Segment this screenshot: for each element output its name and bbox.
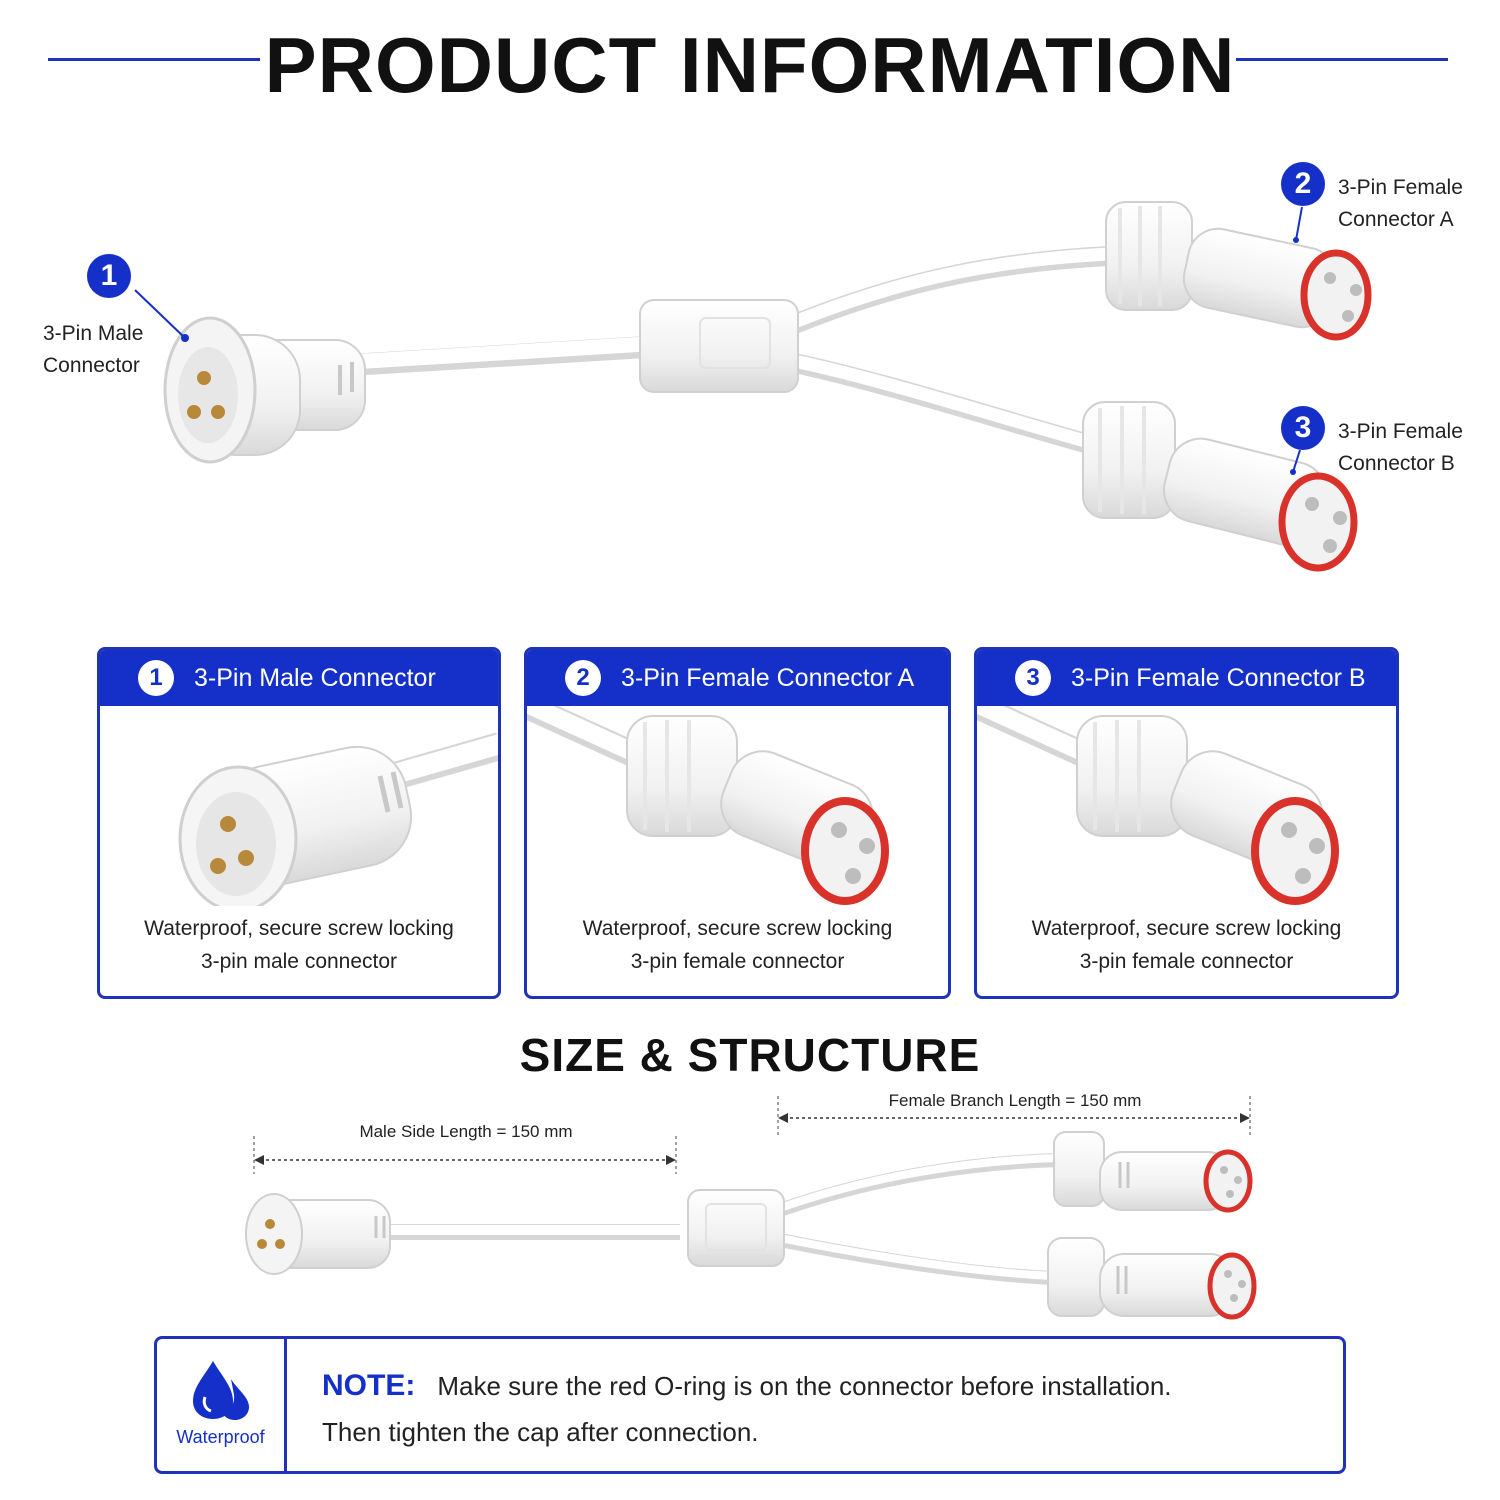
- card-header: 1 3-Pin Male Connector: [100, 650, 498, 706]
- callout-badge-3: 3: [1281, 406, 1325, 450]
- card-description-line2: 3-pin female connector: [1079, 950, 1294, 973]
- title-rule-right: [1236, 58, 1448, 61]
- card-number: 3: [1015, 660, 1051, 696]
- card-description: Waterproof, secure screw locking 3-pin f…: [977, 912, 1396, 978]
- callout-badge-2: 2: [1281, 162, 1325, 206]
- male-connector: [163, 316, 366, 464]
- female-connector-b: [1082, 401, 1358, 572]
- card-description-line1: Waterproof, secure screw locking: [1031, 917, 1342, 940]
- card-female-connector-b: 3 3-Pin Female Connector B Waterproof, s…: [974, 647, 1399, 999]
- title-rule-left: [48, 58, 260, 61]
- card-number: 1: [138, 660, 174, 696]
- page-title: PRODUCT INFORMATION: [264, 21, 1236, 109]
- card-description-line1: Waterproof, secure screw locking: [582, 917, 893, 940]
- note-text-1: Make sure the red O-ring is on the conne…: [437, 1371, 1172, 1401]
- female-connector-a: [1105, 201, 1372, 341]
- note-text-2: Then tighten the cap after connection.: [322, 1417, 759, 1447]
- callout-label-3: 3-Pin Female Connector B: [1338, 416, 1463, 480]
- male-connector-closeup: [178, 732, 498, 906]
- callout-label-3-line1: 3-Pin Female: [1338, 420, 1463, 443]
- card-description-line2: 3-pin female connector: [630, 950, 845, 973]
- card-header: 2 3-Pin Female Connector A: [527, 650, 948, 706]
- female-length-label: Female Branch Length = 150 mm: [888, 1091, 1142, 1110]
- product-illustration: [134, 201, 1372, 572]
- card-title: 3-Pin Male Connector: [194, 663, 436, 692]
- card-description-line2: 3-pin male connector: [200, 950, 398, 973]
- callout-label-2-line1: 3-Pin Female: [1338, 176, 1463, 199]
- water-drop-icon: [193, 1361, 249, 1420]
- note-heading: NOTE:: [322, 1369, 416, 1402]
- card-number: 2: [565, 660, 601, 696]
- callout-label-1-line1: 3-Pin Male: [43, 322, 144, 345]
- callout-label-2-line2: Connector A: [1338, 208, 1454, 231]
- size-diagram: [245, 1096, 1257, 1320]
- callout-label-1: 3-Pin Male Connector: [43, 318, 143, 382]
- note-line-1: NOTE: Make sure the red O-ring is on the …: [322, 1369, 1172, 1403]
- female-connector-a-closeup: [527, 706, 889, 905]
- callout-label-3-line2: Connector B: [1338, 452, 1455, 475]
- card-male-connector: 1 3-Pin Male Connector Waterproof, secur…: [97, 647, 501, 999]
- female-connector-b-closeup: [977, 706, 1339, 905]
- callout-badge-1: 1: [87, 254, 131, 298]
- male-length-label: Male Side Length = 150 mm: [359, 1122, 573, 1141]
- card-description: Waterproof, secure screw locking 3-pin f…: [527, 912, 948, 978]
- waterproof-label: Waterproof: [176, 1427, 265, 1447]
- callout-label-2: 3-Pin Female Connector A: [1338, 172, 1463, 236]
- note-box: Waterproof NOTE: Make sure the red O-ring…: [154, 1336, 1346, 1474]
- card-female-connector-a: 2 3-Pin Female Connector A Waterproof, s…: [524, 647, 951, 999]
- card-title: 3-Pin Female Connector A: [621, 663, 915, 692]
- card-description-line1: Waterproof, secure screw locking: [144, 917, 454, 940]
- note-divider: [284, 1339, 287, 1471]
- card-description: Waterproof, secure screw locking 3-pin m…: [100, 912, 498, 978]
- card-header: 3 3-Pin Female Connector B: [977, 650, 1396, 706]
- callout-label-1-line2: Connector: [43, 354, 140, 377]
- card-title: 3-Pin Female Connector B: [1071, 663, 1366, 692]
- junction-box: [639, 299, 799, 393]
- size-structure-title: SIZE & STRUCTURE: [519, 1029, 981, 1081]
